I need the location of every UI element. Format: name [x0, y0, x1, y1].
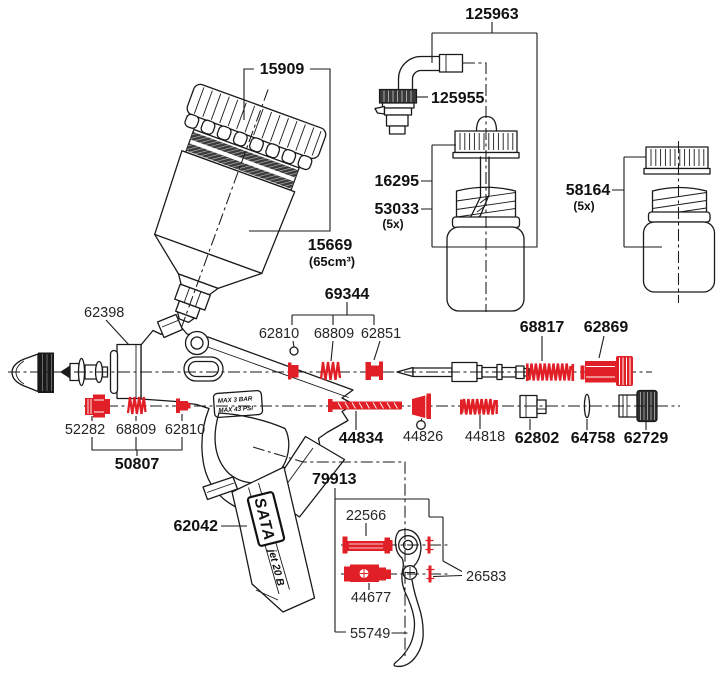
- handle-62042: SATA jet 20 B: [202, 466, 316, 613]
- label-62869: 62869: [584, 319, 629, 336]
- cup-inlet-stub: [156, 313, 184, 339]
- leader-62398: [105, 319, 130, 346]
- part-labels: 125963 15909 125955 16295 53033 (5x) 581…: [65, 6, 669, 642]
- label-68809b: 68809: [116, 422, 156, 438]
- max-bar-text: MAX 3 BAR: [218, 395, 253, 404]
- leader-58164: [612, 156, 662, 248]
- label-68809a: 68809: [314, 326, 354, 342]
- gun-boss-circle: [184, 330, 210, 356]
- label-62810a: 62810: [259, 326, 299, 342]
- part-68809a-spring: [319, 361, 342, 381]
- label-62851: 62851: [361, 326, 401, 342]
- label-52282: 52282: [65, 422, 105, 438]
- label-62802: 62802: [515, 430, 560, 447]
- label-53033-qty: (5x): [382, 217, 403, 231]
- part-62810a: [288, 362, 299, 380]
- label-15669-volume: (65cm³): [309, 254, 355, 269]
- red-parts: [85, 346, 633, 583]
- label-44677: 44677: [351, 590, 391, 606]
- label-15909: 15909: [260, 61, 305, 78]
- leader-15909-15669: [243, 68, 331, 232]
- label-58164-qty: (5x): [573, 199, 594, 213]
- label-125963: 125963: [465, 6, 518, 23]
- part-44818-spring: [460, 398, 498, 415]
- label-69344: 69344: [325, 286, 370, 303]
- label-79913: 79913: [312, 471, 357, 488]
- leader-68817-62869: [541, 335, 605, 361]
- part-44826-oring: [416, 420, 426, 430]
- part-62810b: [176, 398, 191, 413]
- label-58164: 58164: [566, 182, 611, 199]
- gun-slot: [183, 356, 224, 382]
- part-52282: [85, 394, 110, 418]
- paint-cup-assembly: [154, 83, 327, 347]
- pressure-plate: MAX 3 BAR MAX 43 PSI: [212, 389, 264, 419]
- cap-125955: [374, 88, 418, 135]
- leader-lines: [91, 22, 662, 634]
- cup-body-15669: [154, 128, 300, 323]
- leader-16295-53033: [421, 144, 466, 248]
- part-62869-knob: [580, 356, 633, 386]
- part-68817-spring: [526, 363, 575, 381]
- leader-row2-ticks: [355, 411, 647, 430]
- part-68809b-spring: [126, 396, 147, 415]
- label-44834: 44834: [339, 430, 384, 447]
- label-22566: 22566: [346, 508, 386, 524]
- part-44834-rod: [328, 399, 402, 412]
- label-44826: 44826: [403, 429, 443, 445]
- label-44818: 44818: [465, 429, 505, 445]
- leader-79913-group: [334, 488, 463, 634]
- leader-125963: [431, 22, 538, 248]
- part-44677: [344, 564, 391, 582]
- air-cap: [11, 352, 54, 393]
- max-psi-text: MAX 43 PSI: [218, 405, 253, 414]
- label-15669: 15669: [308, 237, 353, 254]
- pins-26583: [425, 536, 435, 583]
- part-62810a-oring: [289, 346, 299, 356]
- label-125955: 125955: [431, 90, 484, 107]
- cup-centerline: [174, 89, 269, 347]
- part-44826: [412, 393, 431, 419]
- label-62398: 62398: [84, 305, 124, 321]
- leader-50807-group: [91, 414, 183, 456]
- pin-22566: [342, 536, 393, 554]
- label-62810b: 62810: [165, 422, 205, 438]
- leader-69344-group: [291, 302, 381, 362]
- label-62729: 62729: [624, 430, 669, 447]
- label-64758: 64758: [571, 430, 616, 447]
- label-53033: 53033: [375, 201, 420, 218]
- label-16295: 16295: [375, 173, 420, 190]
- part-62851: [365, 361, 383, 380]
- swivel-elbow-125963: [374, 53, 464, 135]
- label-50807: 50807: [115, 456, 160, 473]
- label-55749: 55749: [350, 626, 390, 642]
- sata-logo-box: [246, 491, 286, 547]
- label-68817: 68817: [520, 319, 565, 336]
- label-62042: 62042: [174, 518, 219, 535]
- label-26583: 26583: [466, 569, 506, 585]
- trigger-55749: [393, 528, 424, 668]
